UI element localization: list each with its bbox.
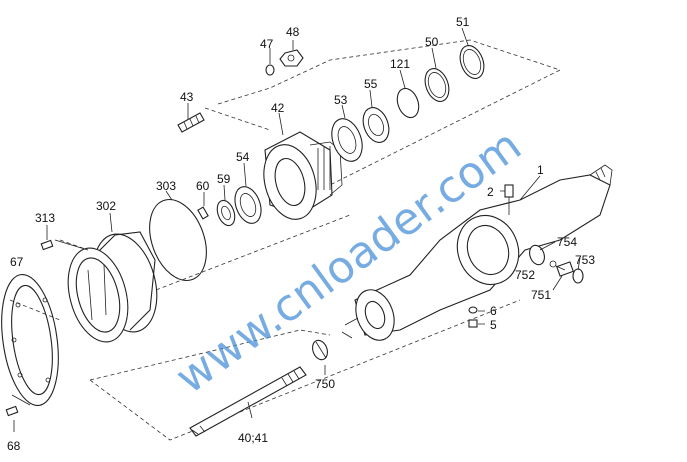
part-303-o-ring [149,198,207,282]
part-1-axle-housing [341,164,613,341]
part-5-plug [468,319,478,328]
part-50-ring [424,68,450,102]
callout-labels: 47 48 51 50 121 55 53 43 42 54 59 60 303… [7,15,595,453]
part-53-bearing [331,118,363,162]
part-67-gasket [1,273,59,407]
part-302-housing [67,231,158,343]
part-313-bolt [40,225,54,251]
part-753-seal [572,268,584,284]
part-43-stud [177,112,205,133]
part-6-washer [468,306,478,314]
label-50: 50 [425,35,439,49]
part-42-hub [263,131,343,220]
part-59-washer [216,199,236,227]
label-60: 60 [196,179,210,193]
label-2: 2 [487,185,494,199]
label-751: 751 [531,288,551,302]
label-68: 68 [7,439,21,453]
assembly-guide-lines [9,39,562,441]
part-750-bearing [312,339,328,361]
label-53: 53 [334,93,348,107]
label-5: 5 [490,318,497,332]
part-48-nut [279,49,304,67]
label-47: 47 [260,37,274,51]
label-43: 43 [180,90,194,104]
part-754-washer [529,244,545,266]
part-68-bolt [5,394,31,432]
label-6: 6 [490,304,497,318]
label-303: 303 [156,179,176,193]
part-47-washer [265,64,275,76]
label-42: 42 [271,101,285,115]
label-313: 313 [35,211,55,225]
label-121: 121 [390,57,410,71]
part-751-plug [556,261,574,277]
label-302: 302 [96,199,116,213]
part-51-ring [459,45,485,79]
part-40-41-shaft [189,366,307,437]
label-55: 55 [364,77,378,91]
leader-lines [54,27,581,419]
part-54-nut [234,186,262,224]
part-121-ring [396,87,420,119]
part-55-ring [362,107,390,143]
label-753: 753 [575,253,595,267]
label-752: 752 [515,268,535,282]
label-1: 1 [537,163,544,177]
label-48: 48 [286,25,300,39]
part-752-ring [549,260,557,268]
label-59: 59 [217,172,231,186]
label-40-41: 40;41 [238,431,268,445]
label-754: 754 [557,235,577,249]
label-750: 750 [315,377,335,391]
label-54: 54 [236,150,250,164]
label-67: 67 [10,255,24,269]
label-51: 51 [456,15,470,29]
part-60-pin [197,206,209,220]
